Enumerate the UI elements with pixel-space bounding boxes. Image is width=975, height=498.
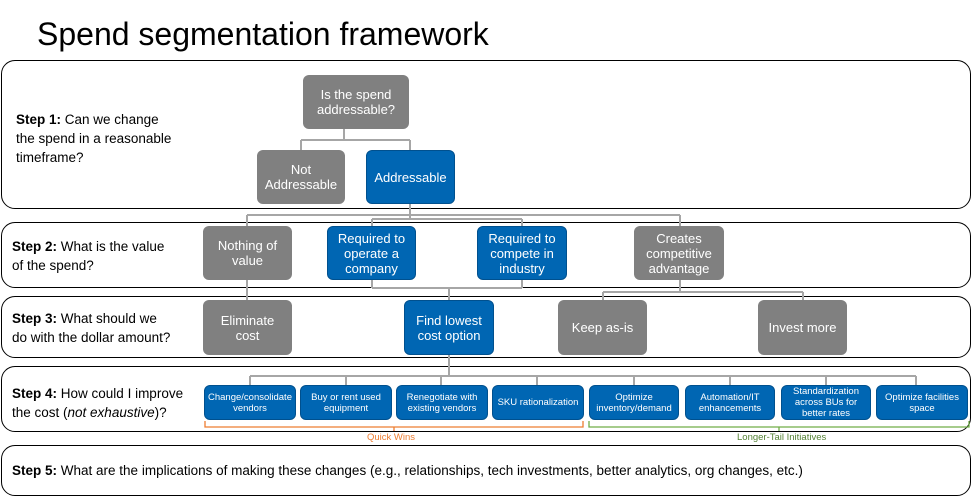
step-4-text: Step 4: How could I improve the cost (no… [12, 384, 207, 422]
step-5-text: Step 5: What are the implications of mak… [12, 461, 967, 480]
node-addressable: Addressable [366, 150, 455, 204]
step-1-line-3: timeframe? [16, 150, 84, 165]
step-1-line-2: the spend in a reasonable [16, 131, 172, 146]
step-3-label: Step 3: [12, 311, 58, 326]
step-4-line-1: How could I improve [60, 386, 184, 401]
step-1-line-1: Can we change [64, 112, 159, 127]
quick-wins-label: Quick Wins [367, 432, 416, 443]
step-2-text: Step 2: What is the value of the spend? [12, 237, 202, 275]
longer-tail-label: Longer-Tail Initiatives [737, 432, 827, 443]
step-4-italic: not exhaustive [67, 405, 155, 420]
node-keep-as-is: Keep as-is [558, 300, 647, 355]
step-2-line-1: What is the value [60, 239, 165, 254]
step-4-label: Step 4: [12, 386, 58, 401]
step-4-suffix: )? [154, 405, 167, 420]
step-1-label: Step 1: [16, 112, 62, 127]
step-5-panel [1, 445, 971, 496]
step-5-label: Step 5: [12, 463, 58, 478]
step-3-text: Step 3: What should we do with the dolla… [12, 309, 202, 347]
node-sku-rationalization: SKU rationalization [492, 385, 584, 420]
step-5-line: What are the implications of making thes… [60, 463, 803, 478]
step-4-line-2: the cost ( [12, 405, 68, 420]
step-2-line-2: of the spend? [12, 258, 94, 273]
page-title: Spend segmentation framework [37, 16, 489, 52]
step-2-label: Step 2: [12, 239, 58, 254]
step-1-text: Step 1: Can we change the spend in a rea… [16, 110, 206, 167]
node-invest-more: Invest more [758, 300, 847, 355]
step-1-panel [1, 60, 971, 209]
step-3-line-1: What should we [60, 311, 157, 326]
step-3-line-2: do with the dollar amount? [12, 330, 171, 345]
